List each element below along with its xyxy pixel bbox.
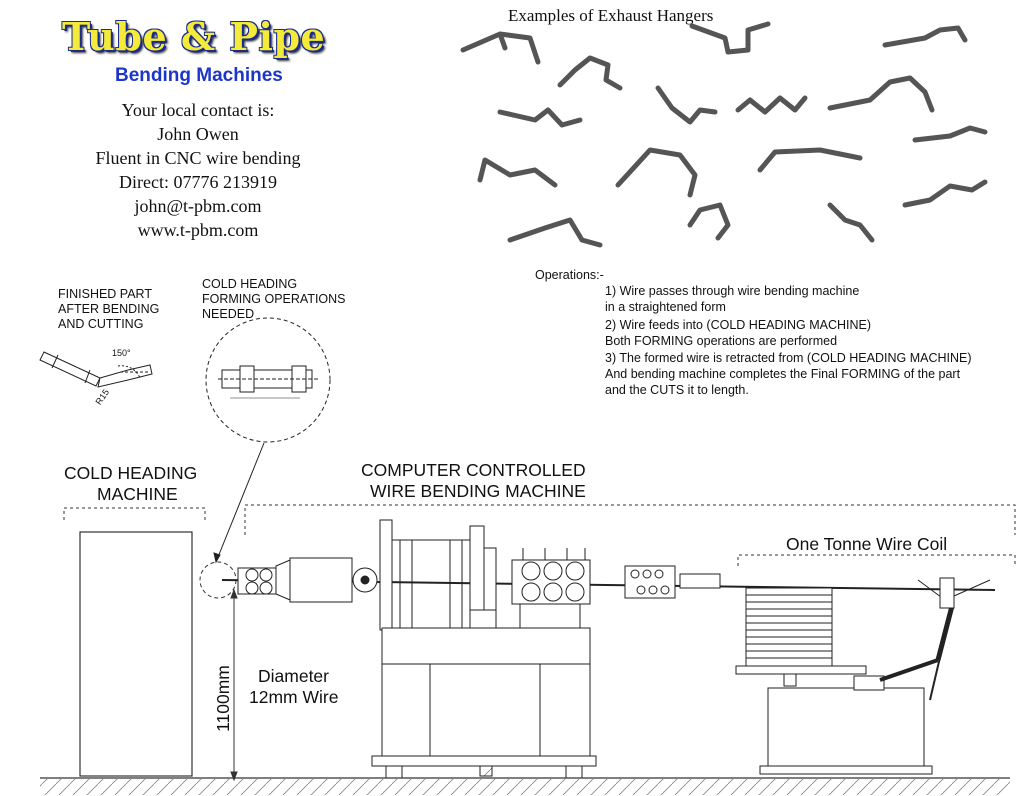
contact-skill: Fluent in CNC wire bending bbox=[95, 148, 301, 168]
finished-part-label-2: AFTER BENDING bbox=[58, 302, 160, 316]
cold-heading-detail-circle bbox=[205, 317, 331, 564]
bending-head bbox=[237, 557, 378, 603]
contact-email[interactable]: john@t-pbm.com bbox=[134, 196, 262, 216]
wire-coil-stand bbox=[735, 577, 991, 775]
ground-hatch bbox=[40, 779, 1010, 795]
cold-heading-machine bbox=[79, 531, 193, 777]
operations-step-2b: Both FORMING operations are performed bbox=[605, 334, 838, 348]
diameter-label-1: Diameter bbox=[258, 666, 329, 686]
contact-website[interactable]: www.t-pbm.com bbox=[137, 220, 259, 240]
finished-part-label-1: FINISHED PART bbox=[58, 287, 152, 301]
cold-heading-machine-label-1: COLD HEADING bbox=[64, 463, 198, 483]
wire-bending-machine-label-1: COMPUTER CONTROLLED bbox=[361, 460, 586, 480]
operations-step-3: 3) The formed wire is retracted from (CO… bbox=[605, 351, 972, 365]
operations-heading: Operations:- bbox=[535, 268, 604, 282]
contact-name: John Owen bbox=[157, 124, 239, 144]
wire-coil-label: One Tonne Wire Coil bbox=[786, 534, 948, 554]
operations-step-3c: and the CUTS it to length. bbox=[605, 383, 749, 397]
cold-heading-ops-label-1: COLD HEADING bbox=[202, 277, 298, 291]
logo-subtitle: Bending Machines bbox=[115, 65, 283, 86]
wire-bending-machine-label-2: WIRE BENDING MACHINE bbox=[370, 481, 586, 501]
logo-title: Tube & Pipe bbox=[62, 14, 326, 59]
contact-phone: Direct: 07776 213919 bbox=[119, 172, 277, 192]
height-dimension bbox=[230, 588, 238, 782]
finished-part-label-3: AND CUTTING bbox=[58, 317, 144, 331]
cold-heading-machine-label-2: MACHINE bbox=[97, 484, 178, 504]
operations-step-1b: in a straightened form bbox=[605, 300, 726, 314]
diameter-label-2: 12mm Wire bbox=[249, 687, 339, 707]
finished-part-drawing bbox=[39, 351, 153, 388]
operations-step-1: 1) Wire passes through wire bending mach… bbox=[605, 284, 860, 298]
exhaust-hanger-examples bbox=[460, 21, 988, 248]
cold-heading-ops-label-3: NEEDED bbox=[202, 307, 255, 321]
cold-heading-ops-label-2: FORMING OPERATIONS bbox=[202, 292, 346, 306]
contact-intro: Your local contact is: bbox=[121, 100, 275, 120]
operations-step-3b: And bending machine completes the Final … bbox=[605, 367, 961, 381]
angle-label: 150° bbox=[112, 348, 131, 358]
wire-bending-machine bbox=[371, 519, 721, 779]
examples-title: Examples of Exhaust Hangers bbox=[508, 6, 714, 25]
section-brackets bbox=[63, 504, 1016, 566]
operations-step-2: 2) Wire feeds into (COLD HEADING MACHINE… bbox=[605, 318, 872, 332]
